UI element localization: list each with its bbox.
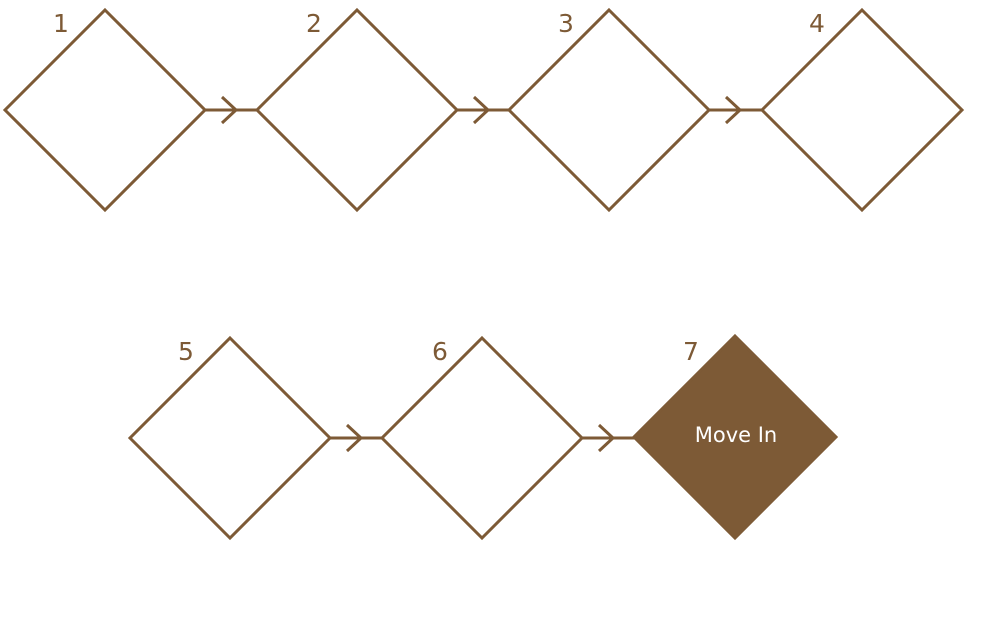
- step-diamond: [254, 7, 460, 213]
- step-diamond: [2, 7, 208, 213]
- step-1: 1: [2, 7, 208, 213]
- step-diamond: [379, 335, 585, 541]
- step-label: Move In: [695, 423, 778, 447]
- step-diamond: [759, 7, 965, 213]
- step-number: 4: [809, 9, 825, 38]
- step-number: 6: [432, 337, 448, 366]
- step-diamond: [127, 335, 333, 541]
- step-number: 7: [683, 337, 699, 366]
- step-number: 1: [53, 9, 69, 38]
- step-2: 2: [254, 7, 460, 213]
- step-number: 5: [178, 337, 194, 366]
- connector-6-7: [582, 423, 635, 453]
- step-number: 3: [558, 9, 574, 38]
- connector-1-2: [205, 95, 258, 125]
- step-5: 5: [127, 335, 333, 541]
- step-diamond: [506, 7, 712, 213]
- connector-5-6: [330, 423, 383, 453]
- step-6: 6: [379, 335, 585, 541]
- step-4: 4: [759, 7, 965, 213]
- step-number: 2: [306, 9, 322, 38]
- connector-3-4: [709, 95, 762, 125]
- step-diamond: [631, 333, 839, 541]
- step-3: 3: [506, 7, 712, 213]
- connector-2-3: [457, 95, 510, 125]
- step-7: 7 Move In: [631, 333, 839, 541]
